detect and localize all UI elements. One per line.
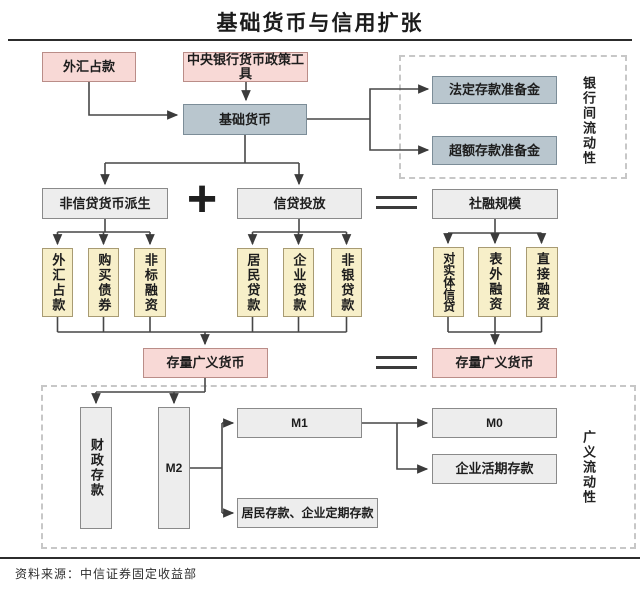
equals-sign-bottom xyxy=(376,356,417,369)
node-m1: M1 xyxy=(237,408,362,438)
node-excess-reserves: 超额存款准备金 xyxy=(432,136,557,165)
node-household-loans: 居民贷款 xyxy=(237,248,268,317)
node-direct-financing: 直接融资 xyxy=(526,247,558,317)
node-m0: M0 xyxy=(432,408,557,438)
node-broad-money-stock-left: 存量广义货币 xyxy=(143,348,268,378)
node-social-financing: 社融规模 xyxy=(432,189,558,219)
title-divider xyxy=(8,39,632,41)
interbank-liquidity-label: 银行间流动性 xyxy=(581,76,596,166)
node-non-credit-derivation: 非信贷货币派生 xyxy=(42,188,168,219)
node-household-and-corporate-time-deposits: 居民存款、企业定期存款 xyxy=(237,498,378,528)
broad-liquidity-region xyxy=(41,385,636,549)
node-base-money: 基础货币 xyxy=(183,104,307,135)
node-credit-extension: 信贷投放 xyxy=(237,188,362,219)
node-foreign-exchange: 外汇占款 xyxy=(42,248,73,317)
diagram-title: 基础货币与信用扩张 xyxy=(216,12,424,35)
footer-divider xyxy=(0,557,640,559)
broad-liquidity-label: 广义流动性 xyxy=(581,430,596,505)
source-note: 资料来源：中信证券固定收益部 xyxy=(15,567,198,581)
node-required-reserves: 法定存款准备金 xyxy=(432,76,557,104)
equals-sign-top xyxy=(376,196,417,209)
node-broad-money-stock-right: 存量广义货币 xyxy=(432,348,557,378)
node-off-balance-financing: 表外融资 xyxy=(478,247,511,317)
node-central-bank-tools: 中央银行货币政策工具 xyxy=(183,52,308,82)
plus-sign: + xyxy=(186,170,218,228)
node-non-standard-financing: 非标融资 xyxy=(134,248,166,317)
node-real-economy-credit: 对实体信贷 xyxy=(433,247,464,317)
node-foreign-exchange-top: 外汇占款 xyxy=(42,52,136,82)
node-bond-purchase: 购买债券 xyxy=(88,248,119,317)
node-non-bank-loans: 非银贷款 xyxy=(331,248,362,317)
node-corporate-demand-deposits: 企业活期存款 xyxy=(432,454,557,484)
node-fiscal-deposits: 财政存款 xyxy=(80,407,112,529)
node-m2: M2 xyxy=(158,407,190,529)
node-corporate-loans: 企业贷款 xyxy=(283,248,314,317)
